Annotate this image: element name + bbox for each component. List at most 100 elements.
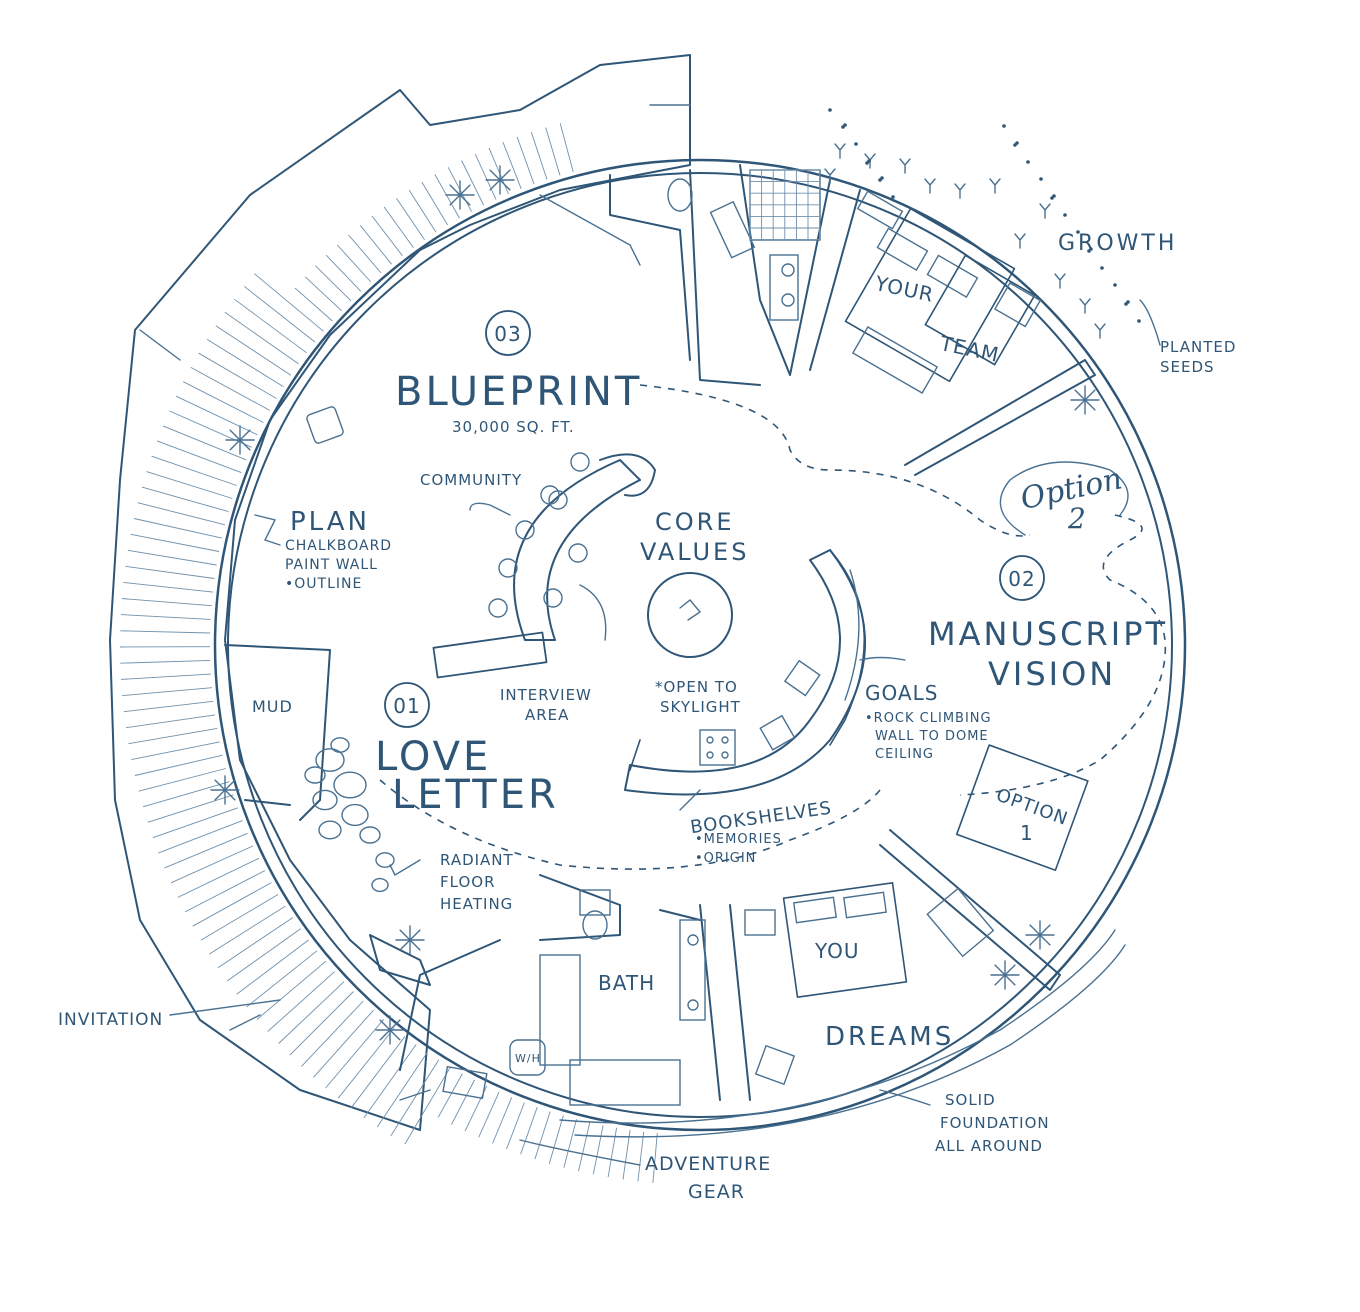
deck-hatch-line [217,917,294,969]
stone [318,820,342,840]
deck-hatch-line [404,1066,451,1145]
bookshelves-line1: •MEMORIES [695,832,782,847]
deck-hatch-line [383,206,414,248]
plant-leaf [379,1029,391,1041]
deck-hatch-line [451,1079,475,1125]
deck-hatch-line [198,352,277,399]
deck-hatch-line [350,1036,406,1109]
plant-leaf [994,974,1006,986]
seed-dot [1015,141,1019,145]
deck-hatch-line [376,1051,428,1128]
planted-line2: SEEDS [1160,358,1215,376]
deck-hatch-line [337,1027,395,1099]
deck-hatch-line [122,687,212,697]
option1-number: 1 [1020,821,1034,845]
deck-hatch-line [390,1059,440,1137]
deck-hatch-line [301,1000,364,1067]
seed-dot [1002,124,1006,128]
plant-leaf [1084,399,1096,411]
deck-hatch-line [246,950,318,1008]
plant-icon [485,165,515,195]
plant-icon [1025,920,1055,950]
deck-hatch-line [437,1073,463,1118]
plant-leaf [994,964,1006,976]
you-room-label: YOU [814,939,860,963]
plant-leaf [224,779,236,791]
deck-hatch-line [138,768,226,792]
washer-label: W/H [515,1052,541,1065]
bookshelves-arc [624,549,866,796]
deck-hatch-line [127,549,217,566]
seed-dot [1026,160,1030,164]
plant-icon [395,925,425,955]
deck-hatch-line [123,700,214,713]
manuscript-number: 02 [1008,567,1035,591]
deck-hatch-line [206,339,284,388]
deck-hatch-line [488,147,509,195]
plan-title: PLAN [290,507,370,537]
plant-leaf [1039,934,1051,946]
seed-dot [1076,230,1080,234]
stone [359,826,381,844]
deck-hatch-line [408,189,437,233]
deck-hatch-line [192,882,272,927]
deck-hatch-line [421,181,448,226]
plant-leaf [1074,399,1086,411]
blueprint-number: 03 [494,322,521,346]
plant-leaf [499,169,511,181]
planted-seeds [824,108,1141,339]
plant-leaf [224,789,236,801]
deck-hatch-line [243,285,316,343]
dreams-furniture [744,744,1089,1086]
deck-hatch-line [396,198,425,240]
deck-hatch-line [142,781,230,808]
plant-leaf [214,789,226,801]
plant-leaf [399,929,411,941]
chair [515,520,535,540]
skylight [647,572,733,658]
deck-hatch-line [315,265,352,302]
deck-hatch-line [147,794,234,823]
deck-hatch-line [520,1107,538,1155]
seed-dot [1100,266,1104,270]
deck-hatch-line [304,276,342,312]
deck-hatch-line [254,273,324,332]
deck-hatch-line [289,991,354,1056]
deck-hatch-line [545,127,561,176]
community-chairs [488,452,590,618]
sprout-icon [834,143,846,159]
sprout-stem [954,183,966,199]
plant-icon [1070,385,1100,415]
plant-leaf [449,194,461,206]
deck-hatch-line [592,1125,604,1175]
deck-hatch-line [313,1010,374,1078]
deck-hatch-line [125,565,215,579]
deck-hatch-line [224,311,299,365]
foundation-line2: FOUNDATION [940,1114,1050,1132]
deck-hatch-line [131,741,220,761]
plant-icon [375,1015,405,1045]
deck-hatch-line [177,857,259,898]
seed-dot [1137,319,1141,323]
interior-walls [224,164,1096,1101]
deck-hatch-line [294,287,333,322]
stone [333,771,367,799]
sprout-icon [1014,233,1026,249]
deck-hatch-line [141,486,229,513]
deck-hatch-line [128,727,218,745]
deck-hatch-line [359,225,392,265]
deck-hatch-line [120,659,211,664]
deck-hatch-line [559,123,574,172]
community-seating [432,452,656,679]
deck-hatch-line [530,131,548,180]
stepping-stones [304,737,395,893]
lounge-chairs [306,406,488,1100]
section-number-circles [384,310,1045,728]
shower-tile-grid [749,169,821,241]
deck-hatch-line [578,1122,591,1172]
deck-hatch-line [461,160,485,206]
chair [568,543,588,563]
chair [570,452,590,472]
deck-hatch-line [474,153,497,200]
sprout-icon [954,183,966,199]
